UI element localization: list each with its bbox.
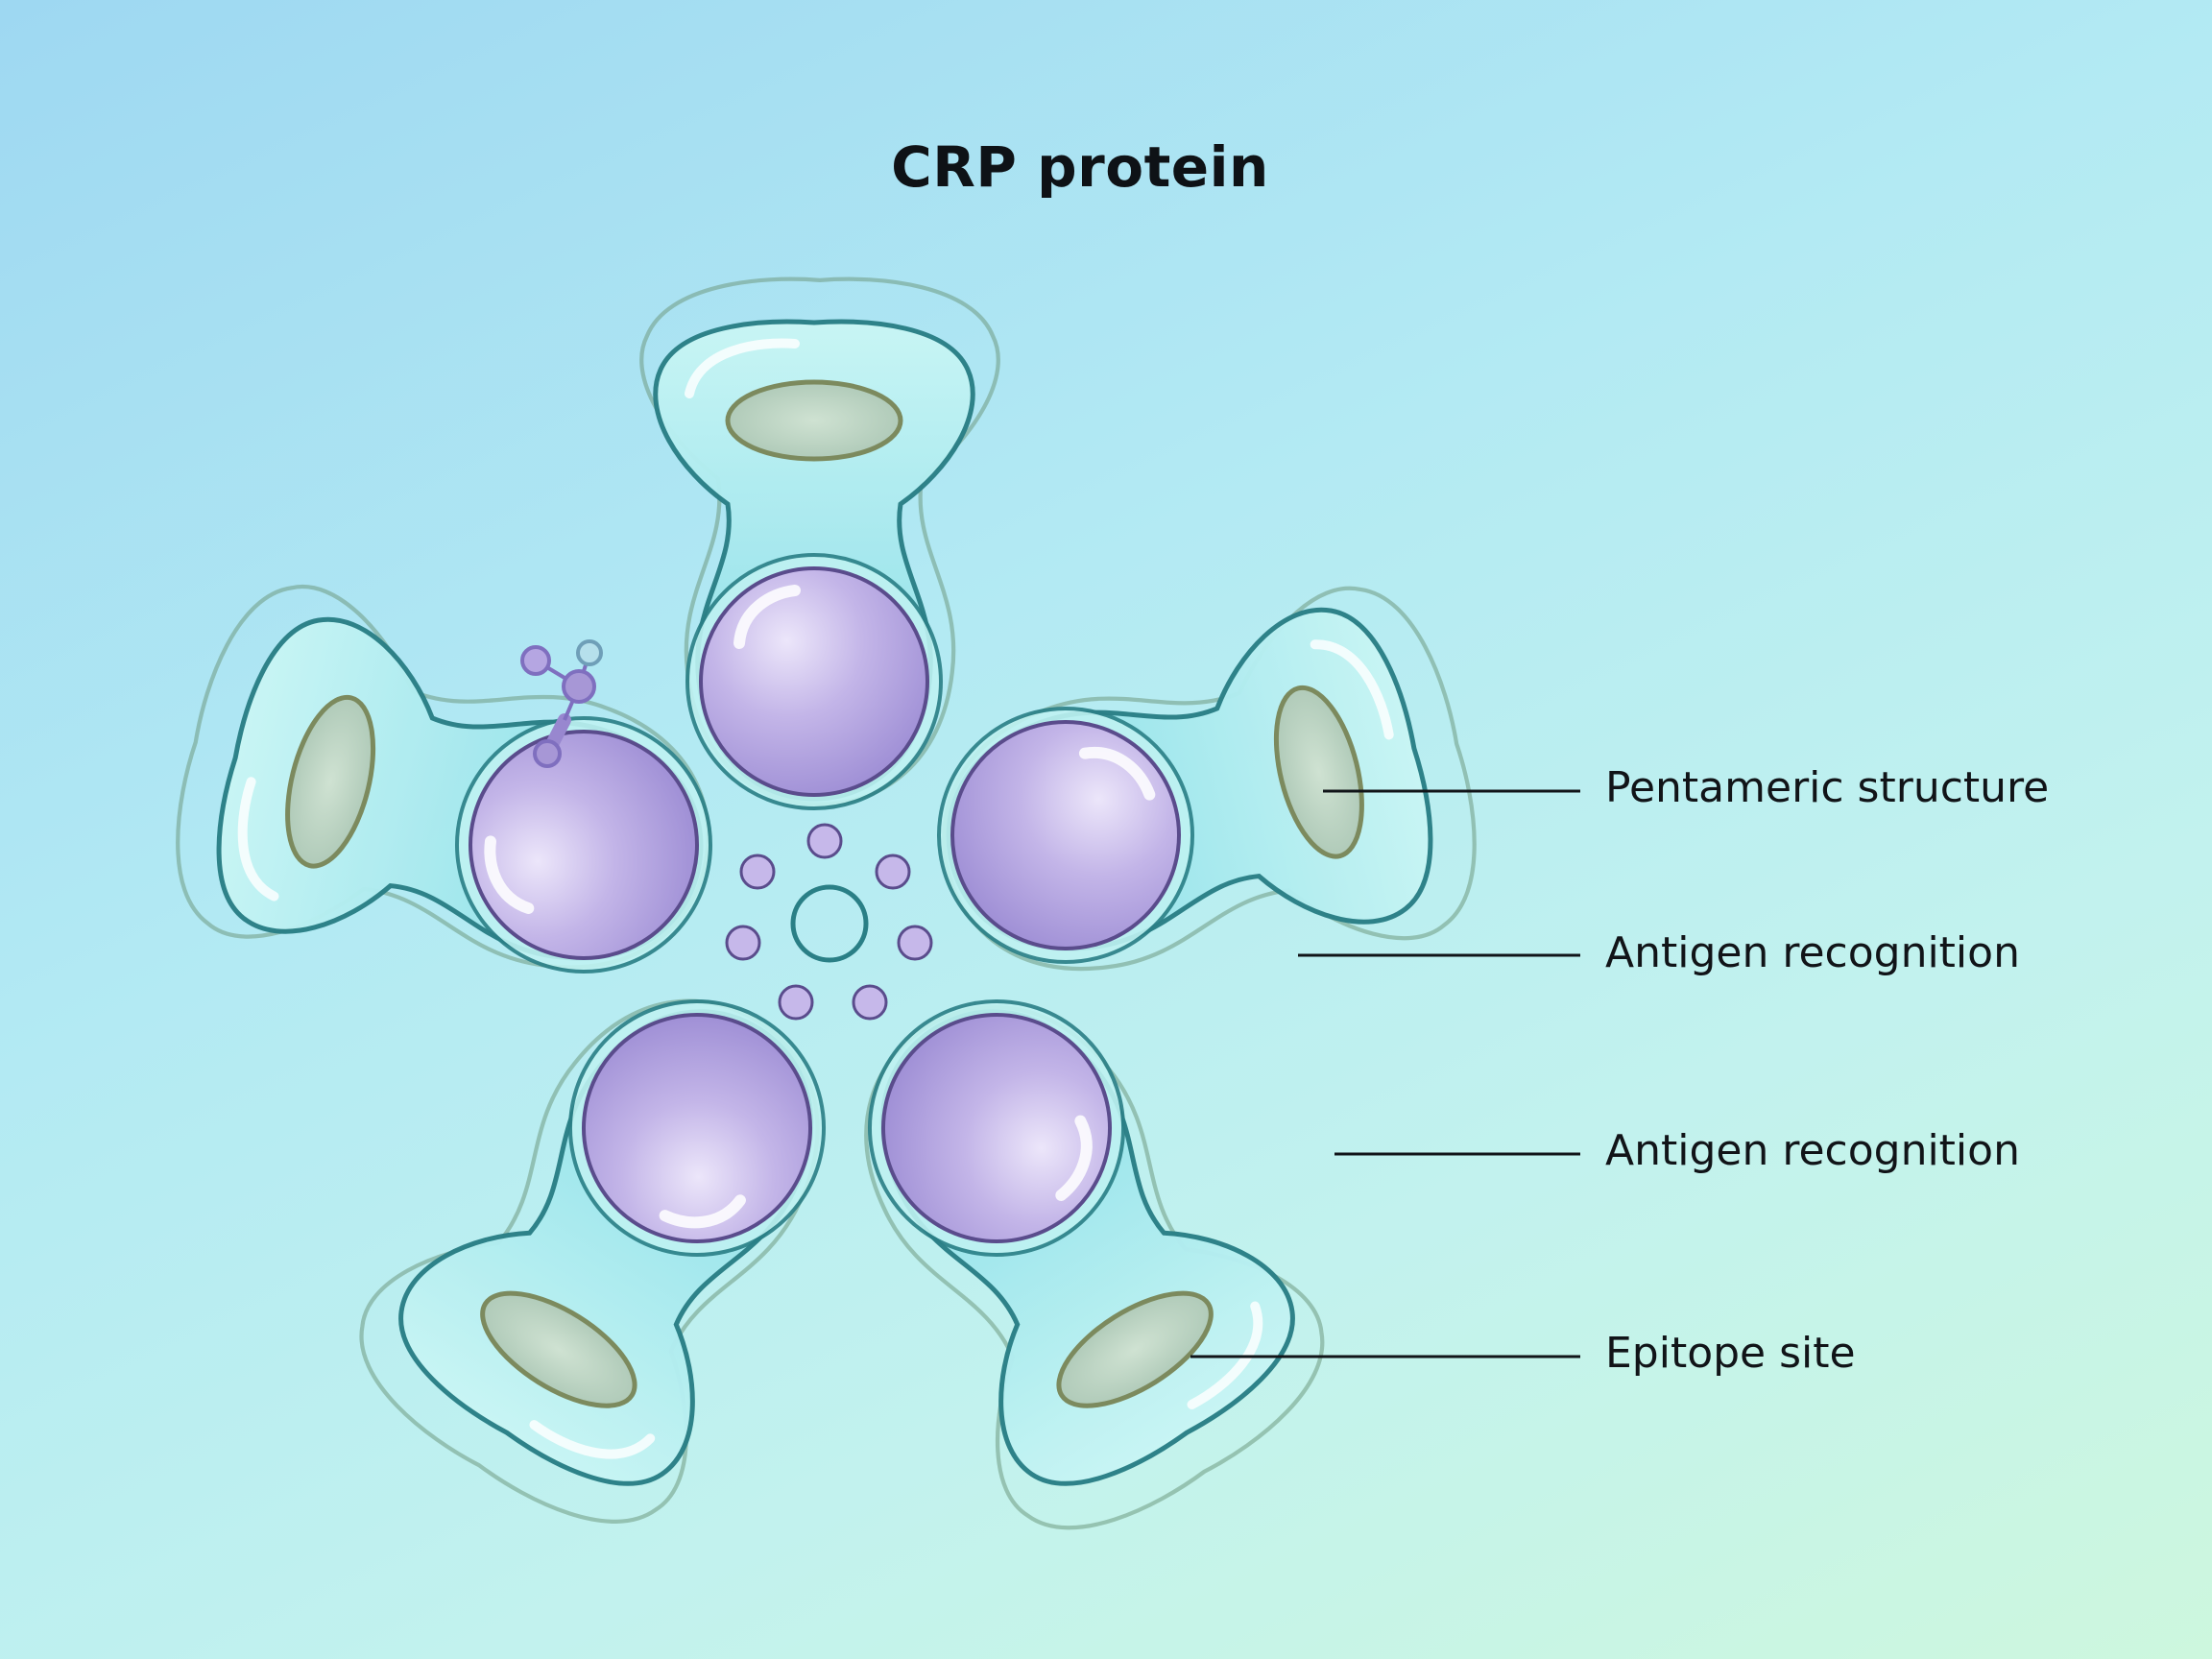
ligand-molecule-icon xyxy=(520,639,603,768)
subunit-bottom-left xyxy=(327,923,910,1560)
diagram-title: CRP protein xyxy=(891,134,1269,200)
subunit-right xyxy=(901,570,1501,1045)
label-pentameric-structure: Pentameric structure xyxy=(1605,763,2050,812)
subunit-left xyxy=(152,568,752,1043)
label-antigen-recognition-2: Antigen recognition xyxy=(1605,1126,2020,1175)
subunit-bottom-right xyxy=(773,929,1356,1567)
central-pore xyxy=(725,823,933,1021)
label-epitope-site: Epitope site xyxy=(1605,1329,1856,1378)
label-antigen-recognition-1: Antigen recognition xyxy=(1605,928,2020,977)
subunit-top xyxy=(641,279,998,808)
